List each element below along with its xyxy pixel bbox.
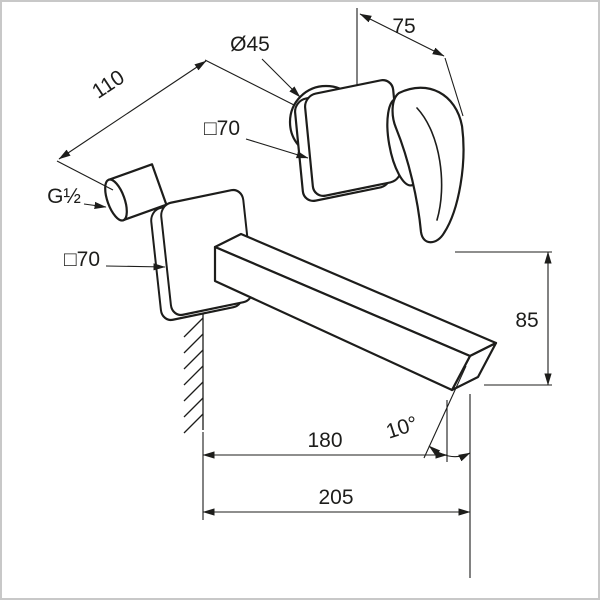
wall-hatch-ticks — [183, 317, 204, 434]
dim-10deg-arc — [428, 445, 471, 462]
dim-110-line — [58, 60, 207, 160]
dimension-205: 205 — [202, 486, 471, 516]
dimension-75: 75 — [356, 8, 464, 117]
dim-d45-label: Ø45 — [230, 33, 270, 56]
dim-d45-leader — [261, 58, 301, 98]
dim-lower70-label: □70 — [64, 248, 100, 271]
wall-hatching — [183, 312, 204, 434]
dimension-85: 85 — [455, 251, 552, 386]
mixer-lever — [386, 86, 465, 244]
dim-upper70-leader — [245, 138, 309, 159]
dimension-180: 180 — [202, 400, 448, 520]
dim-180-label: 180 — [307, 429, 342, 452]
dimension-thread-g12: G½ — [47, 185, 107, 210]
dim-205-label: 205 — [318, 486, 353, 509]
lever-outline — [391, 86, 465, 244]
dimension-diameter-45: Ø45 — [230, 33, 301, 98]
dim-75-ext-right — [444, 57, 464, 117]
dim-g12-label: G½ — [47, 185, 81, 208]
dim-10deg-label: 10° — [383, 412, 420, 444]
dim-10deg-angled-line — [423, 365, 467, 459]
dim-g12-leader — [83, 201, 107, 210]
dim-110-label: 110 — [88, 66, 129, 104]
dim-upper70-label: □70 — [204, 117, 240, 140]
spout-front-face — [213, 245, 472, 392]
valve-escutcheon — [288, 79, 402, 202]
dim-75-line — [359, 13, 445, 57]
dimension-110: 110 — [56, 59, 295, 191]
dimension-lower-plate-70: □70 — [64, 248, 166, 271]
dim-lower70-leader — [105, 263, 166, 271]
dim-110-ext-upper — [204, 59, 295, 106]
dim-75-label: 75 — [392, 15, 415, 38]
inlet-pipe-end-face — [104, 178, 128, 222]
dimension-upper-plate-70: □70 — [204, 117, 309, 159]
dim-85-label: 85 — [515, 309, 538, 332]
lever-detail-line — [416, 107, 443, 221]
dimension-angle-10: 10° — [383, 365, 471, 578]
spout — [213, 232, 498, 392]
dim-110-ext-lower — [56, 160, 114, 191]
